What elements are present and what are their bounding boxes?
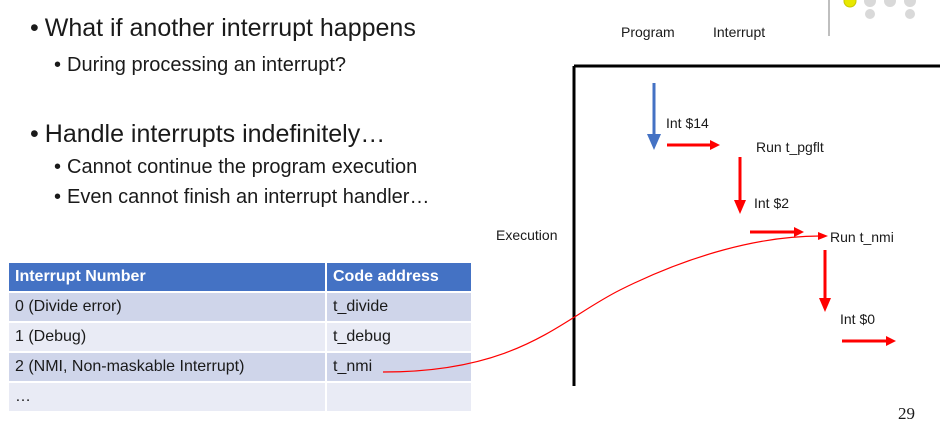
bullet-cannot-continue: •Cannot continue the program execution — [54, 156, 418, 178]
program-flow-arrowhead — [647, 134, 661, 150]
int0-arrowhead — [886, 336, 896, 346]
header-code-address: Code address — [326, 263, 473, 293]
nmi-link-arrowhead — [818, 232, 828, 240]
decorative-dots — [843, 0, 916, 19]
bullet-question-1-sub: •During processing an interrupt? — [54, 54, 347, 76]
bullet-handle-indefinitely: •Handle interrupts indefinitely… — [30, 120, 386, 148]
table-row: 1 (Debug) t_debug — [9, 322, 473, 353]
step-run-nmi: Run t_nmi — [830, 229, 894, 245]
header-interrupt-number: Interrupt Number — [9, 263, 327, 293]
int14-arrowhead — [710, 140, 720, 150]
column-label-interrupt: Interrupt — [713, 24, 766, 40]
cell-interrupt-number: … — [9, 382, 327, 413]
cell-interrupt-number: 1 (Debug) — [9, 322, 327, 353]
bullet-question-1: •What if another interrupt happens — [30, 14, 416, 42]
cell-code-address — [326, 382, 473, 413]
slide-number: 29 — [898, 404, 915, 423]
step-run-pgflt: Run t_pgflt — [756, 139, 824, 155]
step-int0: Int $0 — [840, 311, 876, 327]
cell-interrupt-number: 0 (Divide error) — [9, 292, 327, 323]
cell-code-address: t_debug — [326, 322, 473, 353]
table-header-row: Interrupt Number Code address — [9, 263, 473, 293]
cell-interrupt-number: 2 (NMI, Non-maskable Interrupt) — [9, 352, 327, 383]
step-int2: Int $2 — [754, 195, 790, 211]
step-int14: Int $14 — [666, 115, 709, 131]
nmi-flow-arrowhead — [819, 298, 831, 312]
cell-code-address: t_divide — [326, 292, 473, 323]
interrupt-table: Interrupt Number Code address 0 (Divide … — [9, 263, 473, 413]
pgflt-flow-arrowhead — [734, 200, 746, 214]
table-row: … — [9, 382, 473, 413]
table-row: 0 (Divide error) t_divide — [9, 292, 473, 323]
nmi-link-curve — [382, 235, 821, 373]
column-label-program: Program — [621, 24, 675, 40]
int2-arrowhead — [794, 227, 804, 237]
axis-label-execution: Execution — [496, 227, 558, 243]
table-row: 2 (NMI, Non-maskable Interrupt) t_nmi — [9, 352, 473, 383]
bullet-cannot-finish: •Even cannot finish an interrupt handler… — [54, 186, 430, 208]
